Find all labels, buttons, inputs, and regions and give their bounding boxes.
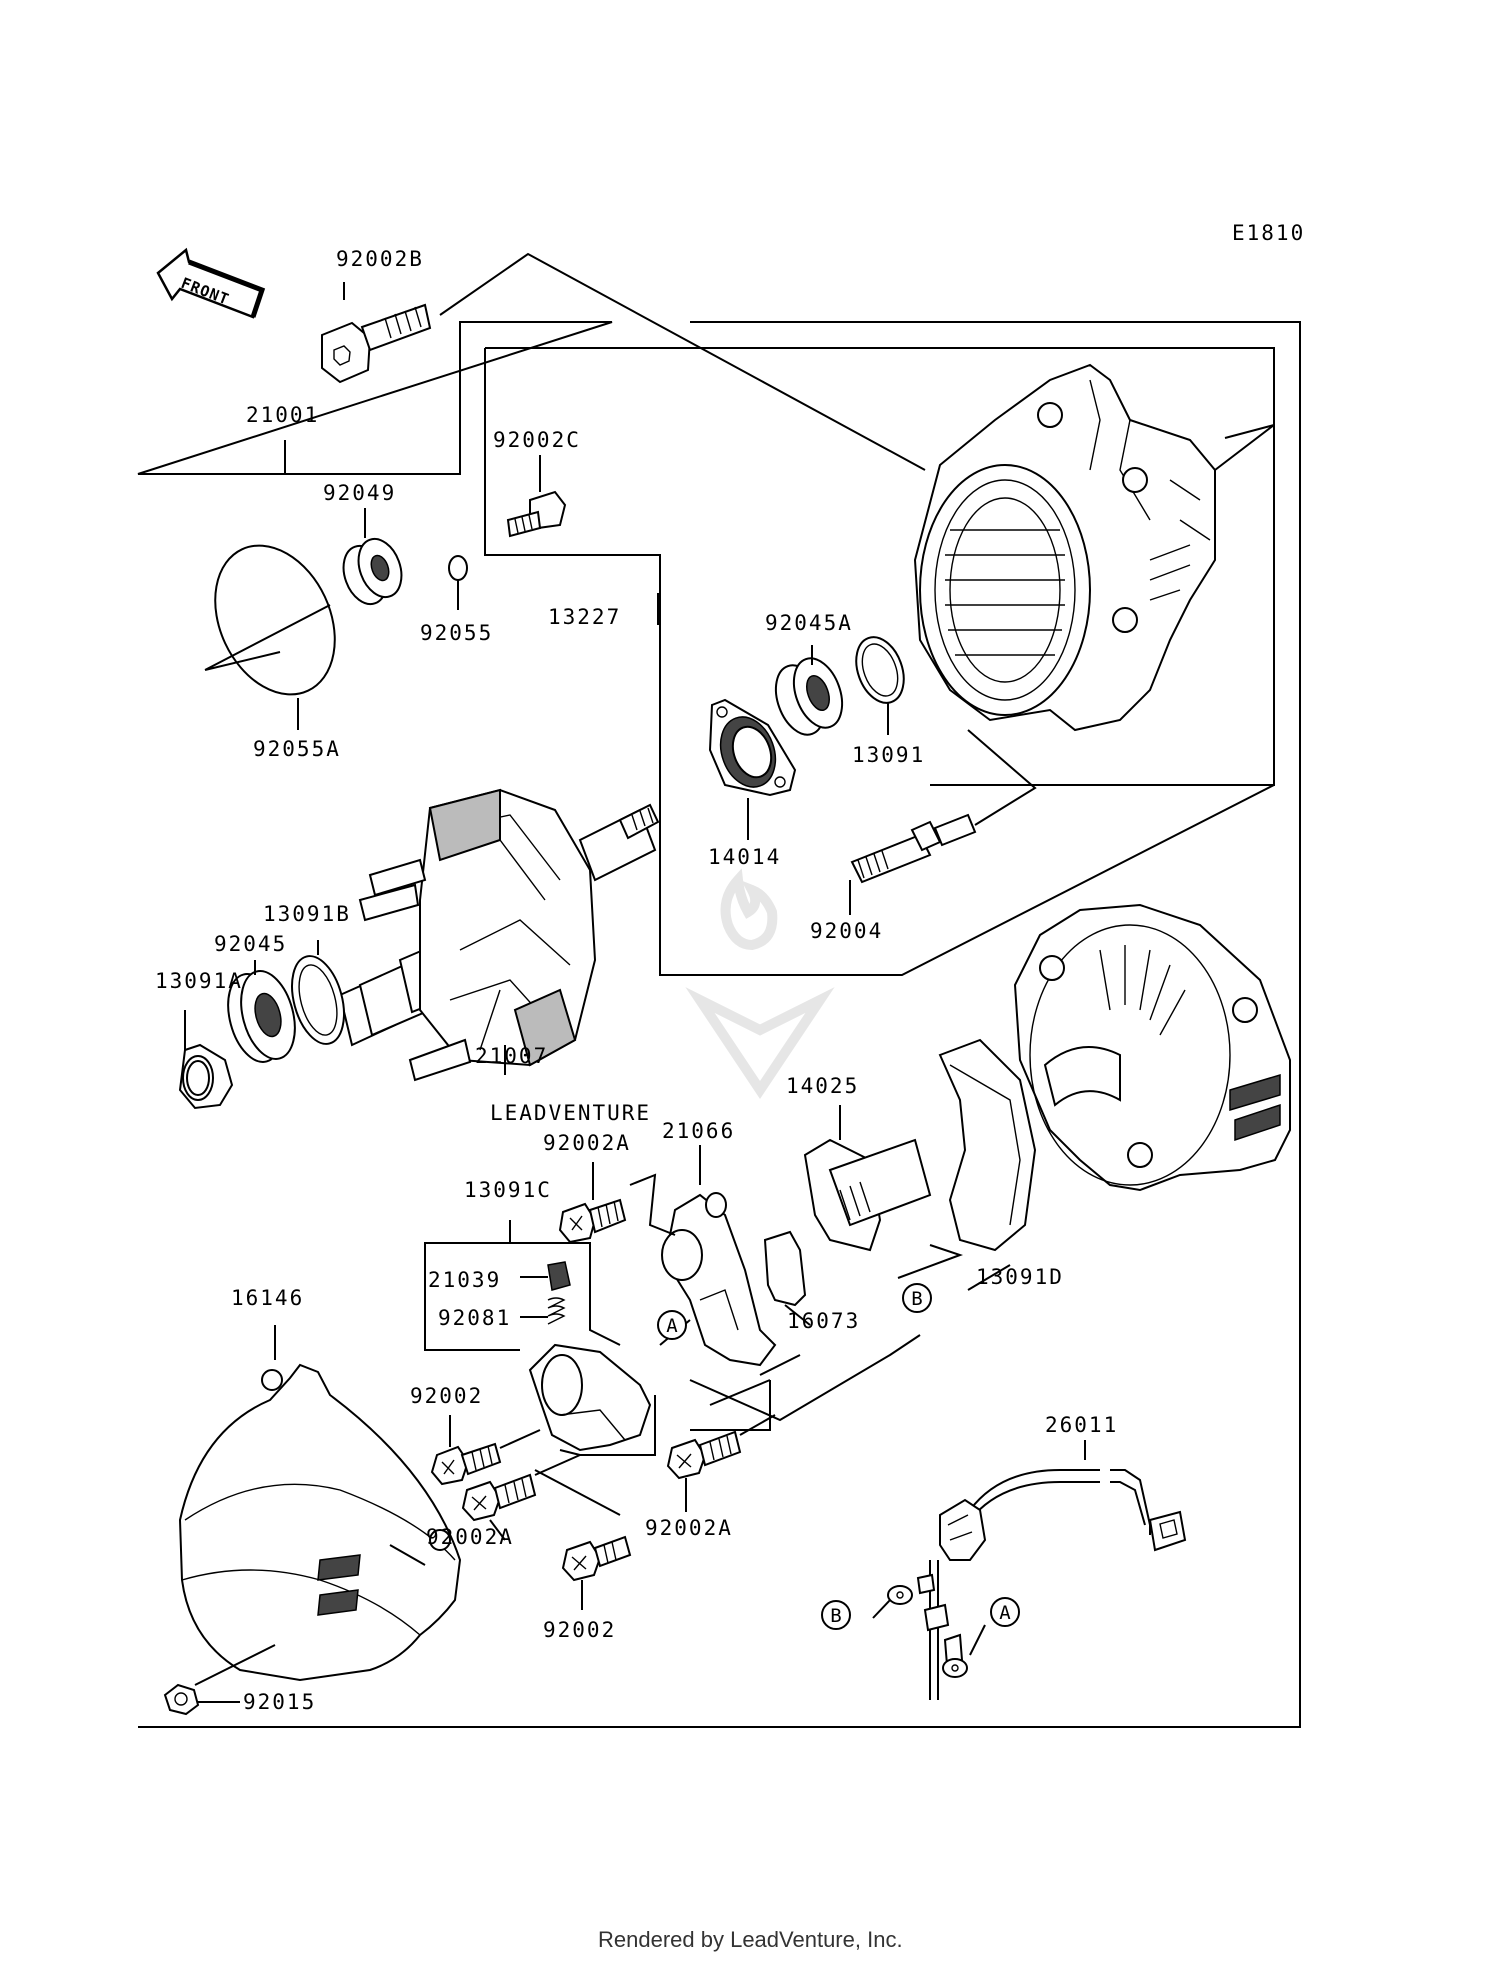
rotor-21007 [338, 788, 660, 1082]
callout-92002a-left: 92002A [426, 1525, 514, 1549]
callout-13227: 13227 [548, 605, 621, 629]
front-arrow-icon: FRONT [156, 247, 266, 319]
circlip-92055 [448, 555, 468, 610]
callout-13091b: 13091B [263, 902, 351, 926]
callout-21007: 21007 [475, 1044, 548, 1068]
callout-92002a-right: 92002A [645, 1516, 733, 1540]
diagram-code: E1810 [1232, 221, 1305, 245]
callout-13091c: 13091C [464, 1178, 552, 1202]
callout-13091: 13091 [852, 743, 925, 767]
callout-92004: 92004 [810, 919, 883, 943]
cover-16146 [178, 1325, 462, 1682]
ref-mark-b-upper: B [902, 1283, 932, 1313]
brush-holder [528, 1343, 771, 1456]
screw-92002a-left [461, 1454, 581, 1541]
nut-92015 [163, 1644, 276, 1716]
holder-21066 [629, 1145, 777, 1367]
callout-16146: 16146 [231, 1286, 304, 1310]
lead-26011 [872, 1440, 1187, 1700]
callout-21039: 21039 [428, 1268, 501, 1292]
callout-92015: 92015 [243, 1690, 316, 1714]
callout-21066: 21066 [662, 1119, 735, 1143]
screw-92002a-top [558, 1162, 627, 1244]
o-ring-92055a [204, 544, 336, 730]
callout-92055: 92055 [420, 621, 493, 645]
stud-92004 [849, 729, 1037, 915]
callout-92045a: 92045A [765, 611, 853, 635]
ref-mark-a-lower: A [990, 1597, 1020, 1627]
callout-26011: 26011 [1045, 1413, 1118, 1437]
callout-92002c: 92002C [493, 428, 581, 452]
watermark-logo: LEADVENTURE [490, 868, 835, 1125]
screw-92002c [506, 455, 567, 538]
ref-mark-label: B [830, 1605, 841, 1627]
callout-92002-bottom: 92002 [543, 1618, 616, 1642]
bearing-92045 [227, 960, 296, 1063]
collar-13091b [291, 940, 345, 1045]
bolt-92002b [321, 252, 926, 471]
end-housing [1013, 903, 1291, 1192]
ref-mark-a-upper: A [657, 1310, 687, 1340]
callout-92081: 92081 [438, 1306, 511, 1330]
footer-credit: Rendered by LeadVenture, Inc. [598, 1927, 903, 1952]
screw-92002a-right [666, 1414, 776, 1512]
kit-13091c-bracket [424, 1220, 621, 1351]
ref-mark-label: A [666, 1315, 678, 1337]
ref-mark-b-lower: B [821, 1600, 851, 1630]
collar-13091a [178, 1010, 234, 1110]
callout-21001: 21001 [246, 403, 319, 427]
connector-lines [659, 1319, 921, 1422]
ref-mark-label: B [911, 1288, 922, 1310]
brush-assembly-14025 [803, 1038, 1037, 1291]
callout-16073: 16073 [787, 1309, 860, 1333]
stator-housing-13227 [913, 363, 1275, 732]
callout-92002b: 92002B [336, 247, 424, 271]
callout-92049: 92049 [323, 481, 396, 505]
insulator-16073 [763, 1230, 811, 1326]
callout-92002a-top: 92002A [543, 1131, 631, 1155]
callout-92045: 92045 [214, 932, 287, 956]
screw-92002-bottom [534, 1469, 632, 1610]
ref-mark-label: A [999, 1602, 1011, 1624]
assembly-frame [137, 321, 1301, 1728]
callout-14014: 14014 [708, 845, 781, 869]
callout-13091d: 13091D [976, 1265, 1064, 1289]
plate-14014 [708, 698, 797, 840]
bearing-92045a [774, 645, 844, 736]
callout-13091a: 13091A [155, 969, 243, 993]
callout-14025: 14025 [786, 1074, 859, 1098]
callout-92055a: 92055A [253, 737, 341, 761]
screw-92002-left [430, 1415, 541, 1486]
bearing-92049 [342, 508, 403, 606]
callout-92002-left: 92002 [410, 1384, 483, 1408]
seal-13091 [855, 636, 905, 735]
watermark-text: LEADVENTURE [490, 1101, 651, 1125]
